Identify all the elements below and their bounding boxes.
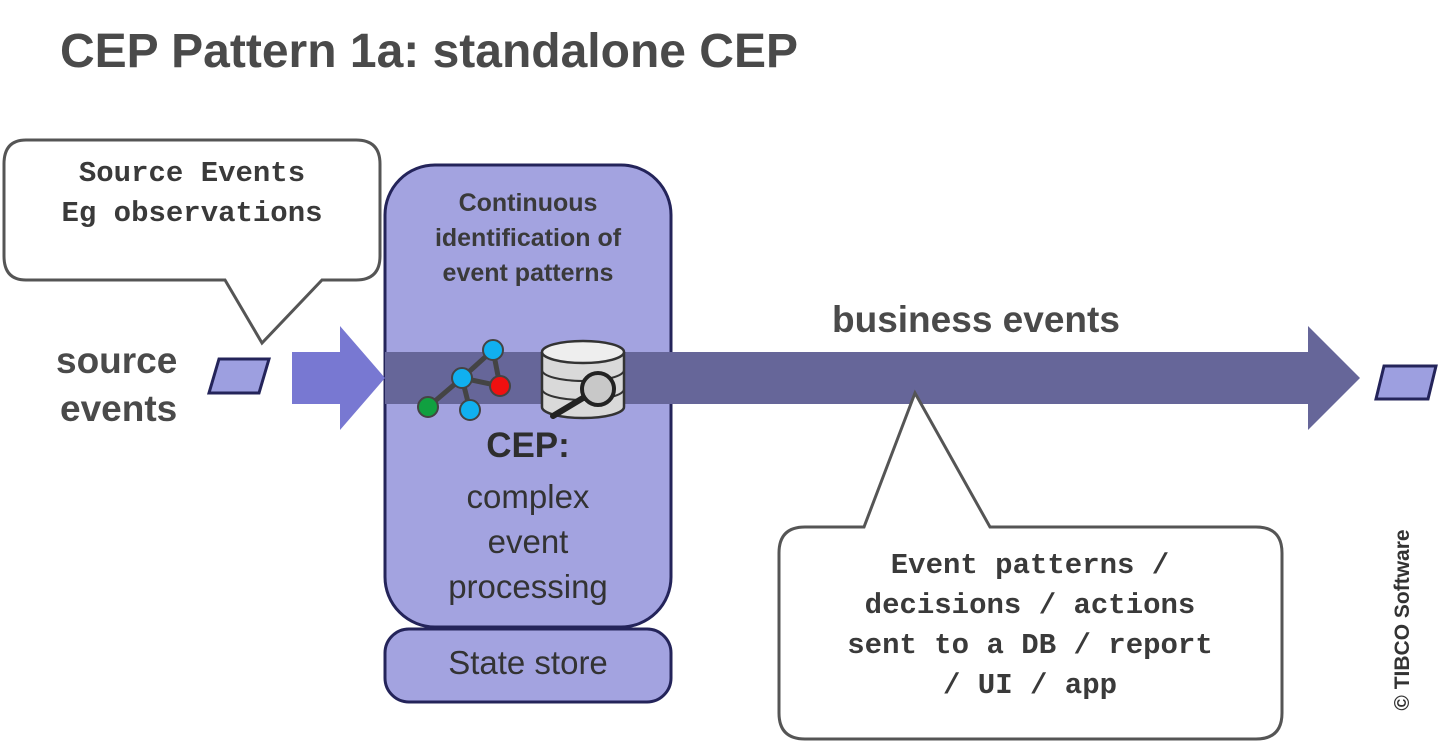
database-search-icon	[540, 339, 626, 420]
source-events-callout	[2, 138, 382, 346]
source-events-label-2: events	[60, 388, 178, 429]
source-callout-text: Source Events Eg observations	[61, 157, 323, 230]
output-callout-text: Event patterns / decisions / actions sen…	[847, 549, 1213, 702]
source-events-label-1: source	[56, 340, 178, 381]
cep-description: complex event processing	[448, 478, 608, 605]
input-arrow	[292, 326, 385, 430]
page-title: CEP Pattern 1a: standalone CEP	[60, 25, 798, 78]
state-store-box	[383, 627, 673, 704]
cep-heading: Continuous identification of event patte…	[434, 189, 622, 287]
source-event-token	[206, 357, 272, 395]
copyright-text: © TIBCO Software	[1391, 529, 1414, 711]
network-graph-icon	[417, 339, 511, 421]
output-callout	[777, 389, 1284, 741]
state-store-label: State store	[448, 644, 608, 681]
business-events-label: business events	[832, 299, 1120, 340]
cep-title: CEP:	[486, 426, 570, 465]
output-event-token	[1374, 364, 1438, 401]
business-events-arrow	[385, 326, 1360, 430]
